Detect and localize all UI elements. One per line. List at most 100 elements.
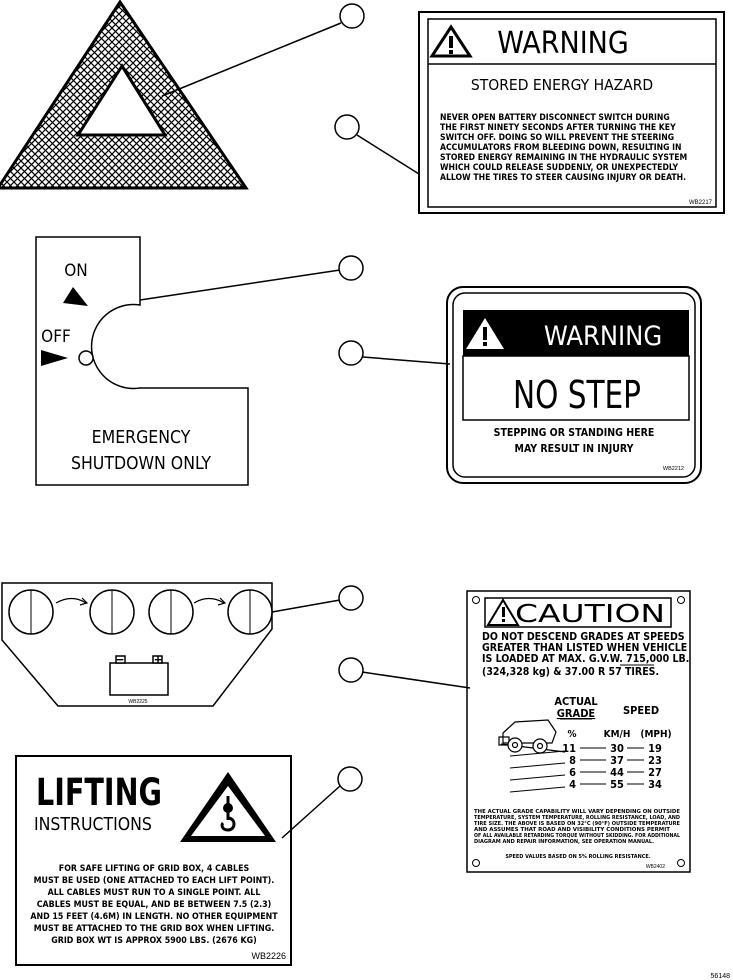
lifting-instructions-decal: LIFTING INSTRUCTIONS FOR SAFE LIFTING OF… bbox=[15, 755, 292, 966]
body-line: (324,328 kg) & 37.00 R 57 TIRES. bbox=[482, 666, 659, 678]
decal-code: WB2225 bbox=[128, 699, 147, 705]
reflective-triangle bbox=[0, 0, 249, 190]
body-line: ALLOW THE TIRES TO STEER CAUSING INJURY … bbox=[440, 173, 686, 183]
kmh-label: KM/H bbox=[604, 729, 631, 740]
mph-value: 34 bbox=[648, 778, 662, 791]
callout-balloon bbox=[339, 3, 365, 29]
callout-balloon bbox=[337, 766, 363, 792]
warning-subtitle: STORED ENERGY HAZARD bbox=[471, 76, 653, 94]
grade-label: GRADE bbox=[557, 707, 596, 720]
leader-line bbox=[271, 599, 341, 613]
warning-stored-energy-decal: WARNING STORED ENERGY HAZARD NEVER OPEN … bbox=[418, 11, 725, 214]
battery-disconnect-plate: − + WB2225 bbox=[1, 582, 273, 707]
body-line: NEVER OPEN BATTERY DISCONNECT SWITCH DUR… bbox=[440, 113, 670, 123]
leader-line bbox=[139, 269, 341, 301]
mph-label: (MPH) bbox=[640, 729, 671, 740]
caution-header: CAUTION bbox=[515, 599, 665, 628]
mph-value: 19 bbox=[648, 742, 662, 755]
leader-line bbox=[361, 671, 471, 689]
grade-value: 8 bbox=[569, 754, 576, 767]
lifting-body: FOR SAFE LIFTING OF GRID BOX, 4 CABLES M… bbox=[30, 864, 278, 946]
actual-label: ACTUAL bbox=[554, 695, 598, 708]
body-line: CABLES MUST BE EQUAL, AND BE BETWEEN 7.5… bbox=[37, 900, 272, 910]
kmh-value: 37 bbox=[610, 754, 624, 767]
warning-triangle-icon bbox=[466, 318, 504, 349]
kmh-value: 30 bbox=[610, 742, 624, 755]
body-line: ALL CABLES MUST RUN TO A SINGLE POINT. A… bbox=[48, 888, 261, 898]
mph-value: 27 bbox=[648, 766, 662, 779]
callout-balloon bbox=[334, 114, 360, 140]
body-line: IS LOADED AT MAX. G.V.W. 715,000 LB. bbox=[482, 653, 689, 665]
leader-line bbox=[161, 22, 342, 97]
warning-header: WARNING bbox=[497, 26, 629, 61]
mounting-hole bbox=[472, 859, 480, 867]
kmh-value: 44 bbox=[610, 766, 624, 779]
callout-balloon bbox=[338, 255, 364, 281]
body-line: WHICH COULD RELEASE SUDDENLY, OR UNEXPEC… bbox=[440, 163, 678, 173]
lifting-subtitle: INSTRUCTIONS bbox=[34, 815, 152, 835]
emergency-caption-line1: EMERGENCY bbox=[92, 428, 191, 448]
grade-value: 4 bbox=[569, 778, 576, 791]
grade-table: 11 30 19 8 37 23 6 44 27 4 55 34 bbox=[562, 742, 662, 791]
mph-value: 23 bbox=[648, 754, 662, 767]
figure-number: 56148 bbox=[711, 973, 731, 980]
body-line: MUST BE ATTACHED TO THE GRID BOX WHEN LI… bbox=[34, 924, 275, 934]
emergency-shutdown-panel: ON OFF EMERGENCY SHUTDOWN ONLY bbox=[35, 236, 249, 486]
mounting-hole bbox=[677, 596, 685, 604]
warning-no-step-decal: WARNING NO STEP STEPPING OR STANDING HER… bbox=[446, 286, 702, 484]
no-step-title: NO STEP bbox=[513, 373, 641, 417]
mounting-hole bbox=[677, 859, 685, 867]
emergency-caption-line2: SHUTDOWN ONLY bbox=[71, 454, 211, 474]
decal-code: WB2226 bbox=[251, 951, 286, 961]
body-line: FOR SAFE LIFTING OF GRID BOX, 4 CABLES bbox=[59, 864, 250, 874]
kmh-value: 55 bbox=[610, 778, 624, 791]
no-step-line1: STEPPING OR STANDING HERE bbox=[494, 427, 655, 439]
caution-footer: SPEED VALUES BASED ON 5% ROLLING RESISTA… bbox=[505, 854, 650, 860]
haul-truck-icon bbox=[498, 719, 566, 754]
warning-triangle-icon bbox=[429, 24, 473, 58]
fine-line: TEMPERATURE, SYSTEM TEMPERATURE, ROLLING… bbox=[474, 815, 680, 821]
caution-triangle-icon bbox=[486, 598, 520, 626]
fine-line: OF ALL AVAILABLE RETARDING TORQUE WITHOU… bbox=[474, 833, 680, 839]
rotation-arrow-icon bbox=[55, 597, 227, 606]
switch-position-circles bbox=[8, 589, 273, 635]
body-line: GRID BOX WT IS APPROX 5900 LBS. (2676 KG… bbox=[51, 936, 256, 946]
leader-line bbox=[281, 785, 341, 839]
warning-header: WARNING bbox=[544, 321, 662, 352]
fine-line: THE ACTUAL GRADE CAPABILITY WILL VARY DE… bbox=[474, 809, 680, 815]
grade-value: 11 bbox=[562, 742, 576, 755]
decal-code: WB2402 bbox=[646, 864, 665, 870]
speed-label: SPEED bbox=[623, 704, 659, 717]
callout-balloon bbox=[338, 657, 364, 683]
caution-body: DO NOT DESCEND GRADES AT SPEEDS GREATER … bbox=[482, 631, 689, 678]
on-label: ON bbox=[64, 261, 87, 281]
grade-table-lines bbox=[509, 747, 644, 793]
warning-body: NEVER OPEN BATTERY DISCONNECT SWITCH DUR… bbox=[440, 113, 687, 183]
body-line: AND 15 FEET (4.6M) IN LENGTH. NO OTHER E… bbox=[30, 912, 278, 922]
off-label: OFF bbox=[41, 327, 71, 347]
body-line: MUST BE USED (ONE ATTACHED TO EACH LIFT … bbox=[34, 876, 275, 886]
pct-label: % bbox=[567, 729, 576, 740]
fine-line: DIAGRAM AND REPAIR INFORMATION, SEE OPER… bbox=[474, 839, 654, 845]
leader-line bbox=[356, 134, 420, 175]
switch-hole bbox=[78, 350, 94, 366]
no-step-line2: MAY RESULT IN INJURY bbox=[515, 443, 634, 455]
off-arrow-icon bbox=[41, 350, 68, 366]
body-line: THE FIRST NINETY SECONDS AFTER TURNING T… bbox=[440, 123, 676, 133]
body-line: SWITCH OFF. DOING SO WILL PREVENT THE ST… bbox=[440, 133, 674, 143]
fine-line: AND ASSUMES THAT ROAD AND VISIBILITY CON… bbox=[474, 827, 671, 833]
battery-plus: + bbox=[154, 652, 162, 667]
leader-line bbox=[362, 356, 451, 365]
caution-fine-print: THE ACTUAL GRADE CAPABILITY WILL VARY DE… bbox=[474, 809, 680, 845]
fine-line: TIRE SIZE. THE ABOVE IS BASED ON 32°C (9… bbox=[474, 821, 680, 827]
caution-grade-decal: CAUTION DO NOT DESCEND GRADES AT SPEEDS … bbox=[466, 590, 691, 873]
grade-value: 6 bbox=[569, 766, 576, 779]
on-arrow-icon bbox=[63, 287, 88, 306]
body-line: STORED ENERGY REMAINING IN THE HYDRAULIC… bbox=[440, 153, 687, 163]
body-line: ACCUMULATORS FROM BLEEDING DOWN, RESULTI… bbox=[440, 143, 681, 153]
lifting-hazard-icon bbox=[180, 772, 276, 842]
callout-balloon bbox=[338, 340, 364, 366]
callout-balloon bbox=[338, 585, 364, 611]
battery-minus: − bbox=[116, 652, 124, 667]
